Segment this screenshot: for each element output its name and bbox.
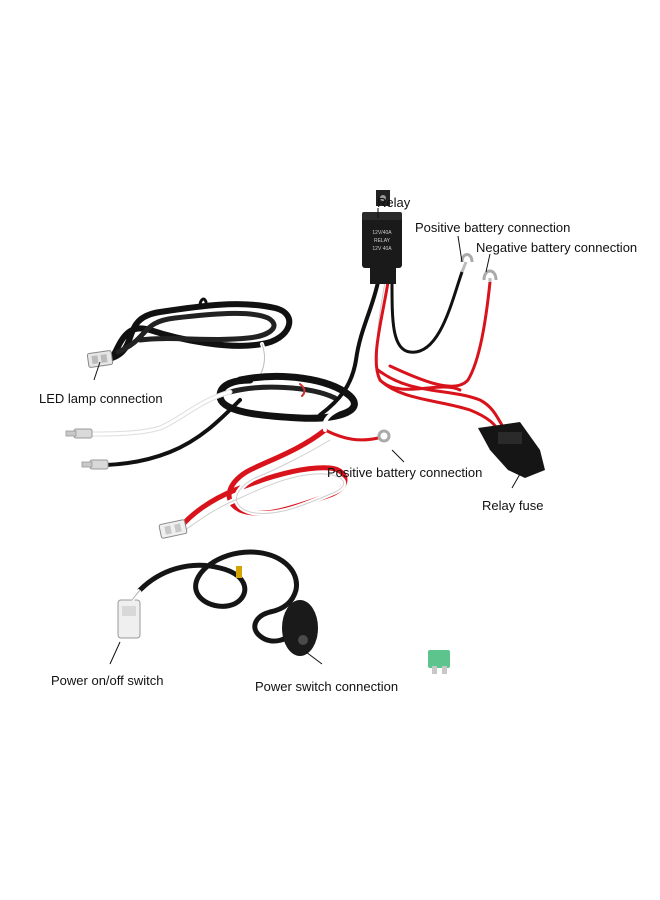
led-lamp-connector (86, 350, 114, 368)
relay-print-line3: 12V 40A (372, 246, 392, 252)
label-positive-battery-mid: Positive battery connection (327, 465, 483, 480)
power-switch-plug (117, 588, 142, 639)
relay-print-line2: RELAY (374, 238, 391, 244)
label-relay: Relay (377, 195, 411, 210)
label-relay-fuse: Relay fuse (482, 498, 544, 513)
label-led-lamp: LED lamp connection (39, 391, 163, 406)
spade-terminal-black (81, 459, 109, 470)
relay-print-line1: 12V/40A (372, 230, 392, 236)
power-switch-body (282, 600, 318, 656)
spare-blade-fuse (428, 650, 450, 674)
relay-body: 12V/40A RELAY 12V 40A (362, 190, 402, 284)
harness-plug-connector (158, 519, 188, 539)
relay-wires (318, 270, 492, 417)
label-power-on-off-switch: Power on/off switch (51, 673, 164, 688)
power-switch-cable (137, 549, 299, 644)
label-positive-battery-top: Positive battery connection (415, 220, 571, 235)
label-negative-battery: Negative battery connection (476, 240, 638, 255)
label-leader-lines (93, 208, 521, 665)
relay-fuse-holder (478, 422, 545, 478)
negative-battery-terminal (482, 269, 498, 282)
led-lamp-wires (89, 389, 242, 467)
spade-terminal-white (65, 428, 93, 439)
led-harness-black-loop (109, 297, 293, 382)
middle-black-loop (216, 373, 358, 422)
red-white-twisted-harness (177, 408, 380, 533)
label-power-switch-connection: Power switch connection (255, 679, 399, 694)
fuse-red-wires (376, 368, 507, 434)
positive-battery-terminal-top (460, 253, 474, 273)
positive-battery-terminal-mid (377, 429, 391, 443)
